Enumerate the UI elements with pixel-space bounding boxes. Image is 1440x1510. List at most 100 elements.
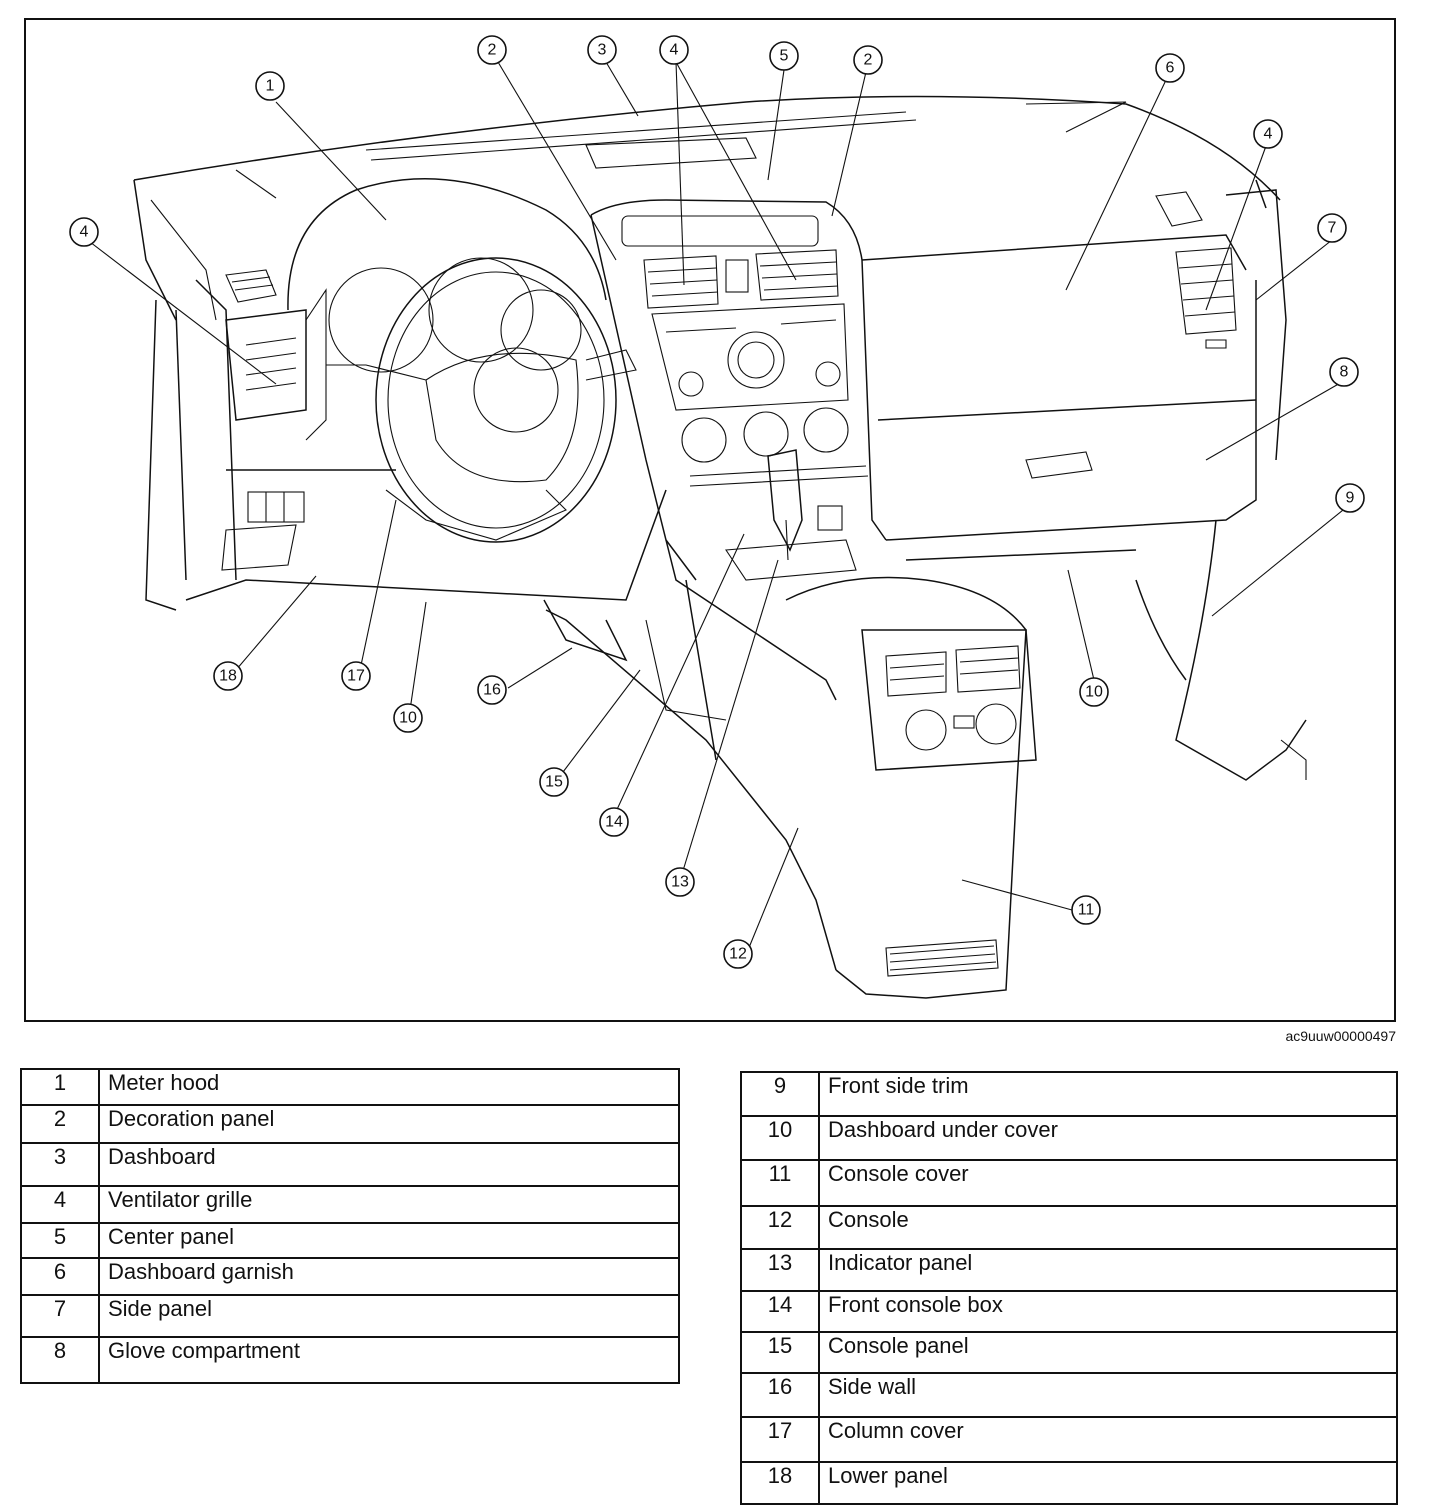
svg-text:11: 11: [1078, 902, 1095, 919]
callout-16: 16: [477, 675, 507, 705]
svg-text:6: 6: [1166, 60, 1175, 77]
svg-text:5: 5: [780, 48, 789, 65]
callout-4b: 4: [1253, 119, 1283, 149]
legend-part-name: Dashboard garnish: [98, 1257, 680, 1296]
legend-part-name: Decoration panel: [98, 1104, 680, 1144]
callout-12: 12: [723, 939, 753, 969]
legend-part-name: Indicator panel: [818, 1248, 1398, 1292]
legend-part-name: Console panel: [818, 1331, 1398, 1374]
callout-9: 9: [1335, 483, 1365, 513]
callout-2a: 2: [477, 35, 507, 65]
callout-13: 13: [665, 867, 695, 897]
svg-text:18: 18: [219, 668, 237, 685]
legend-number: 6: [20, 1257, 100, 1296]
legend-number: 7: [20, 1294, 100, 1338]
legend-number: 12: [740, 1205, 820, 1250]
legend-number: 8: [20, 1336, 100, 1384]
callout-14: 14: [599, 807, 629, 837]
legend-number: 9: [740, 1071, 820, 1117]
legend-number: 13: [740, 1248, 820, 1292]
legend-part-name: Column cover: [818, 1416, 1398, 1463]
legend-number: 4: [20, 1185, 100, 1224]
legend-part-name: Front side trim: [818, 1071, 1398, 1117]
dashboard-diagram: 1 2 3 4 5 2 6 4 4 7 8 9 10 11 12 13 14 1…: [24, 18, 1396, 1022]
legend-part-name: Console cover: [818, 1159, 1398, 1207]
callout-6: 6: [1155, 53, 1185, 83]
legend-number: 10: [740, 1115, 820, 1161]
callout-17: 17: [341, 661, 371, 691]
svg-text:2: 2: [488, 42, 497, 59]
svg-text:2: 2: [864, 52, 873, 69]
callout-3: 3: [587, 35, 617, 65]
legend-part-name: Dashboard: [98, 1142, 680, 1187]
legend-number: 1: [20, 1068, 100, 1106]
legend-part-name: Center panel: [98, 1222, 680, 1259]
callout-1: 1: [255, 71, 285, 101]
legend-number: 2: [20, 1104, 100, 1144]
legend-part-name: Front console box: [818, 1290, 1398, 1333]
svg-text:1: 1: [266, 78, 275, 95]
legend-part-name: Side panel: [98, 1294, 680, 1338]
svg-text:16: 16: [483, 682, 501, 699]
svg-text:9: 9: [1346, 490, 1355, 507]
legend-number: 3: [20, 1142, 100, 1187]
legend-part-name: Ventilator grille: [98, 1185, 680, 1224]
svg-text:4: 4: [1264, 126, 1273, 143]
svg-text:15: 15: [545, 774, 563, 791]
legend-number: 17: [740, 1416, 820, 1463]
legend-number: 5: [20, 1222, 100, 1259]
svg-text:4: 4: [670, 42, 679, 59]
callout-10b: 10: [393, 703, 423, 733]
callout-11: 11: [1071, 895, 1101, 925]
callouts: 1 2 3 4 5 2 6 4 4 7 8 9 10 11 12 13 14 1…: [69, 35, 1365, 969]
callout-8: 8: [1329, 357, 1359, 387]
figure-id: ac9uuw00000497: [1285, 1028, 1396, 1044]
legend-number: 14: [740, 1290, 820, 1333]
svg-text:7: 7: [1328, 220, 1337, 237]
callout-7: 7: [1317, 213, 1347, 243]
callout-4c: 4: [69, 217, 99, 247]
callout-10a: 10: [1079, 677, 1109, 707]
svg-text:8: 8: [1340, 364, 1349, 381]
legend-part-name: Glove compartment: [98, 1336, 680, 1384]
leader-lines: [89, 61, 1349, 951]
callout-15: 15: [539, 767, 569, 797]
dashboard-body: [133, 95, 1307, 999]
legend-part-name: Lower panel: [818, 1461, 1398, 1505]
svg-text:4: 4: [80, 224, 89, 241]
legend-number: 16: [740, 1372, 820, 1418]
legend-part-name: Dashboard under cover: [818, 1115, 1398, 1161]
svg-text:13: 13: [671, 874, 689, 891]
legend-number: 18: [740, 1461, 820, 1505]
callout-5: 5: [769, 41, 799, 71]
legend-number: 11: [740, 1159, 820, 1207]
legend-part-name: Meter hood: [98, 1068, 680, 1106]
svg-text:3: 3: [598, 42, 607, 59]
svg-text:14: 14: [605, 814, 623, 831]
callout-2b: 2: [853, 45, 883, 75]
svg-text:17: 17: [347, 668, 365, 685]
callout-18: 18: [213, 661, 243, 691]
svg-text:10: 10: [399, 710, 417, 727]
svg-text:10: 10: [1085, 684, 1103, 701]
